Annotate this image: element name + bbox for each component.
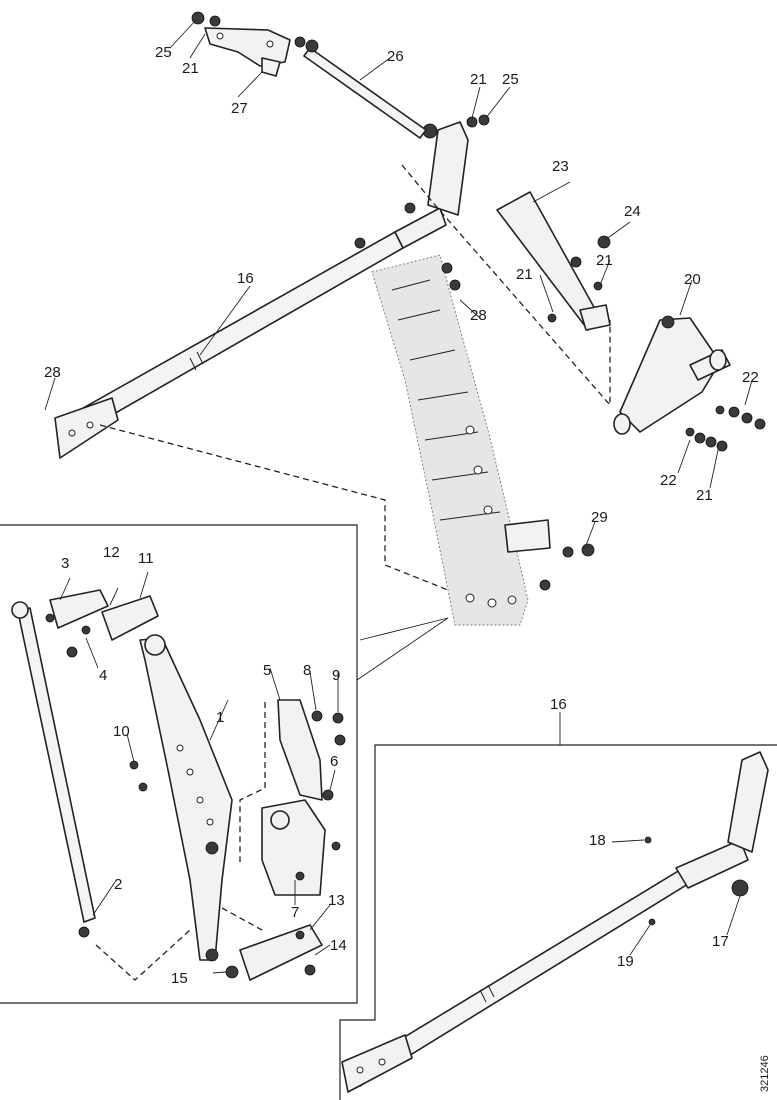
callout-labels: 25 21 26 27 21 25 23 24 16 21 21 20 28 2… — [44, 44, 771, 1092]
callout-1: 1 — [216, 709, 224, 726]
callout-24: 24 — [624, 203, 641, 220]
callout-25-top-right: 25 — [502, 71, 519, 88]
central-support-column — [371, 254, 595, 626]
right-detail-panel — [339, 712, 777, 1100]
callout-2: 2 — [114, 876, 122, 893]
callout-4: 4 — [99, 667, 107, 684]
callout-21-top-right: 21 — [470, 71, 487, 88]
reference-lines — [99, 164, 611, 641]
callout-26: 26 — [387, 48, 404, 65]
callout-8: 8 — [303, 662, 311, 679]
callout-10: 10 — [113, 723, 130, 740]
callout-28-center: 28 — [470, 307, 487, 324]
callout-12: 12 — [103, 544, 120, 561]
right-motor-bracket-assembly — [496, 191, 766, 452]
left-detail-panel — [0, 524, 449, 1004]
callout-16-main: 16 — [237, 270, 254, 287]
wiper-arm-rod — [54, 121, 469, 459]
callout-21-right-a: 21 — [516, 266, 533, 283]
callout-9: 9 — [332, 667, 340, 684]
callout-5: 5 — [263, 662, 271, 679]
callout-13: 13 — [328, 892, 345, 909]
callout-28-left: 28 — [44, 364, 61, 381]
callout-7: 7 — [291, 904, 299, 921]
callout-18: 18 — [589, 832, 606, 849]
callout-29: 29 — [591, 509, 608, 526]
callout-15: 15 — [171, 970, 188, 987]
callout-25-top-left: 25 — [155, 44, 172, 61]
callout-21-top-left: 21 — [182, 60, 199, 77]
callout-14: 14 — [330, 937, 347, 954]
callout-16-detail: 16 — [550, 696, 567, 713]
upper-link-assembly — [191, 11, 490, 140]
callout-11: 11 — [138, 550, 154, 567]
callout-19: 19 — [617, 953, 634, 970]
callout-22-right: 22 — [742, 369, 759, 386]
document-id: 321246 — [759, 1055, 771, 1092]
callout-21-lower: 21 — [696, 487, 713, 504]
callout-3: 3 — [61, 555, 69, 572]
callout-23: 23 — [552, 158, 569, 175]
callout-17: 17 — [712, 933, 729, 950]
callout-20: 20 — [684, 271, 701, 288]
callout-22-lower: 22 — [660, 472, 677, 489]
callout-21-right-b: 21 — [596, 252, 613, 269]
callout-6: 6 — [330, 753, 338, 770]
leader-lines — [44, 19, 753, 974]
callout-27: 27 — [231, 100, 248, 117]
